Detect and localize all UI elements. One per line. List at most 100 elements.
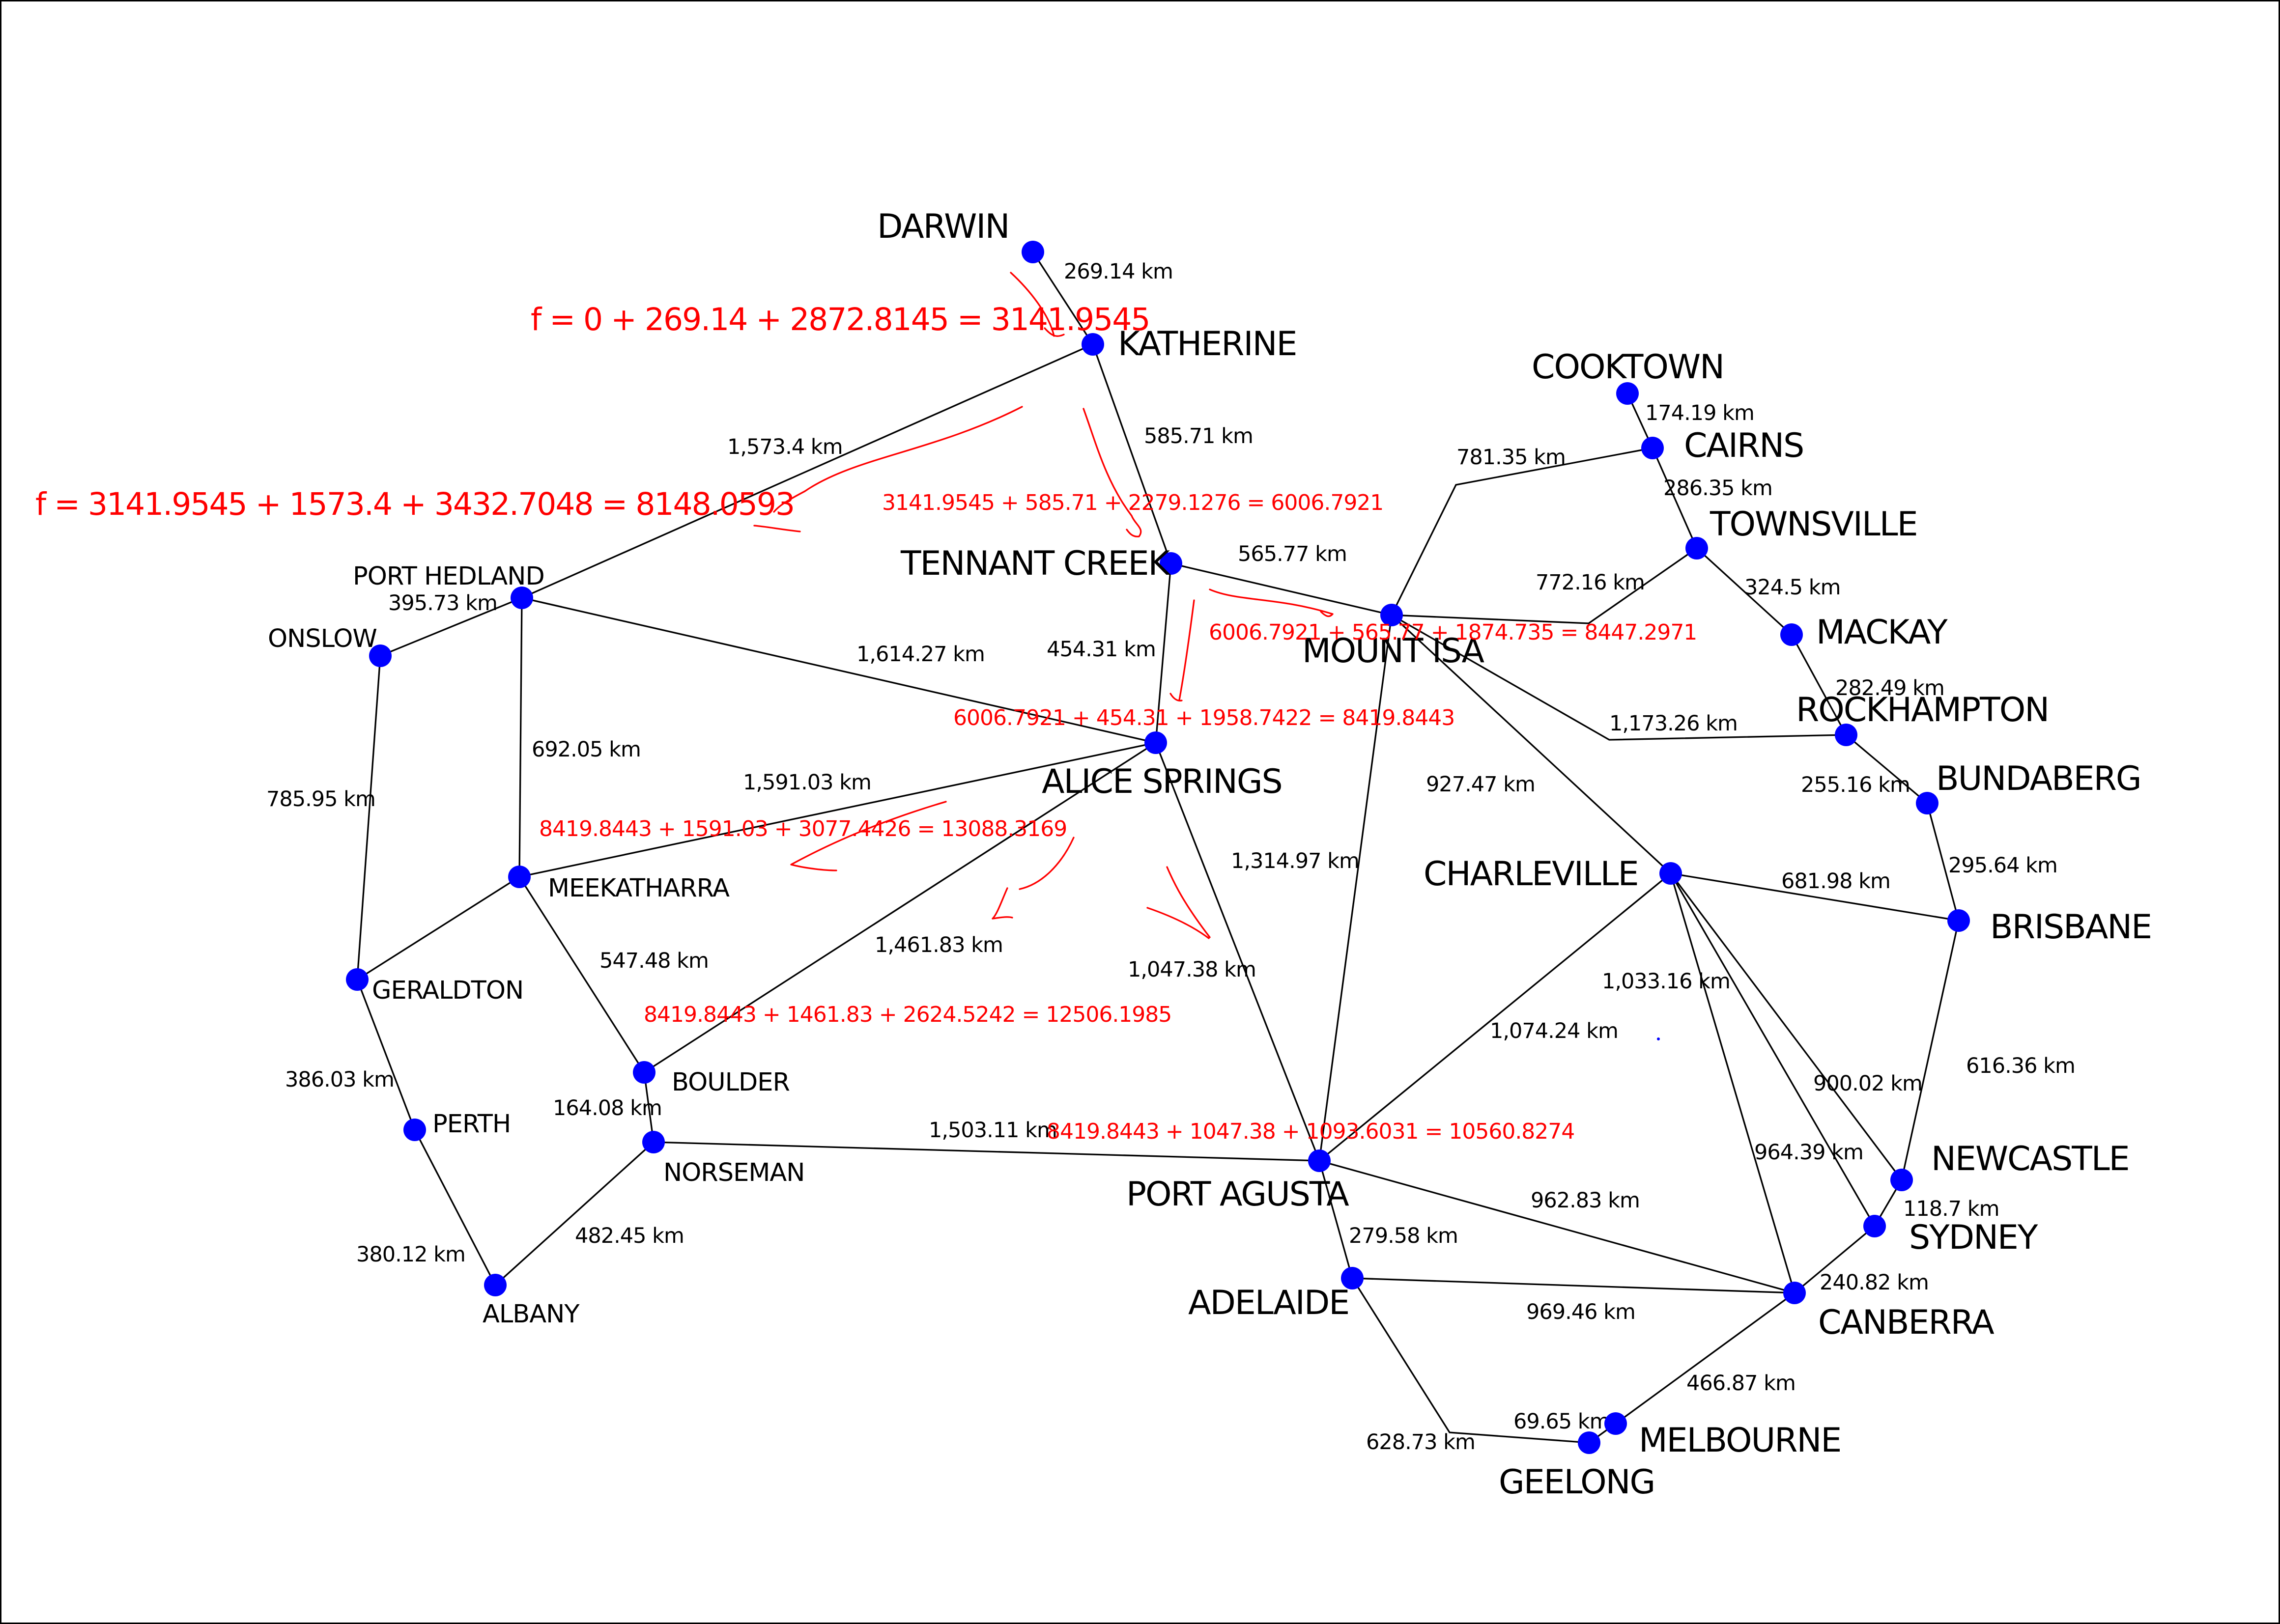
road-boulder-norseman [643,1072,655,1143]
city-node-charleville[interactable] [1659,862,1682,885]
road-katherine-port-hedland [521,343,1093,599]
road-charleville-brisbane [1670,872,1959,922]
road-tennant-creek-alice-springs [1155,563,1172,743]
distance-label-port-agusta-charleville: 1,074.24 km [1490,1019,1618,1043]
annotation-arrows [753,272,1334,939]
city-label-katherine: KATHERINE [1118,325,1296,364]
distance-label-townsville-cairns: 286.35 km [1663,476,1772,501]
city-node-rockhampton[interactable] [1835,724,1857,746]
city-node-cairns[interactable] [1641,437,1664,459]
city-node-onslow[interactable] [369,644,392,667]
road-newcastle-brisbane [1901,920,1960,1180]
arrow-tennant-mount-isa [1209,588,1334,617]
city-node-meekatharra[interactable] [508,866,531,888]
road-perth-albany [414,1129,496,1286]
annotation-f-port-agusta: 8419.8443 + 1047.38 + 1093.6031 = 10560.… [1047,1119,1574,1144]
arrow-alice-meekatharra [790,801,947,871]
distance-label-onslow-geraldton: 785.95 km [266,787,375,812]
road-mount-isa-rockhampton [1391,614,1847,741]
distance-label-adelaide-canberra: 969.46 km [1526,1300,1635,1324]
city-node-mount-isa[interactable] [1380,604,1403,626]
road-albany-norseman [494,1141,655,1286]
road-melbourne-canberra [1615,1292,1795,1425]
road-bundaberg-rockhampton [1845,734,1928,804]
city-label-geraldton: GERALDTON [372,976,523,1005]
distance-label-brisbane-bundaberg: 295.64 km [1948,853,2057,878]
city-node-katherine[interactable] [1082,333,1104,356]
city-node-darwin[interactable] [1022,241,1044,263]
distance-label-alice-springs-port-agusta: 1,047.38 km [1128,957,1256,982]
city-label-geelong: GEELONG [1499,1463,1654,1502]
distance-label-charleville-canberra: 1,033.16 km [1602,969,1730,994]
city-label-canberra: CANBERRA [1818,1303,1994,1342]
distance-label-sydney-newcastle: 118.7 km [1903,1197,1999,1221]
road-mount-isa-townsville [1391,547,1697,624]
road-boulder-alice-springs [644,742,1156,1073]
city-label-sydney: SYDNEY [1909,1218,2038,1257]
distance-label-perth-albany: 380.12 km [356,1242,465,1267]
arrow-alice-boulder [992,837,1075,920]
distance-label-mount-isa-cairns: 781.35 km [1456,445,1566,470]
distance-label-mackay-townsville: 324.5 km [1744,575,1841,600]
city-node-melbourne[interactable] [1604,1412,1627,1435]
city-node-bundaberg[interactable] [1916,792,1938,814]
road-brisbane-bundaberg [1926,803,1960,921]
city-node-port-agusta[interactable] [1308,1149,1331,1172]
city-node-albany[interactable] [484,1274,507,1296]
city-node-brisbane[interactable] [1947,909,1970,932]
city-node-perth[interactable] [403,1119,426,1141]
city-node-townsville[interactable] [1685,537,1708,560]
city-node-boulder[interactable] [633,1061,656,1084]
road-edges [356,252,1960,1444]
distance-label-bundaberg-rockhampton: 255.16 km [1801,773,1910,797]
road-mount-isa-port-agusta [1318,615,1393,1161]
city-node-tennant-creek[interactable] [1160,552,1182,575]
city-node-norseman[interactable] [642,1131,665,1153]
city-node-adelaide[interactable] [1341,1267,1364,1289]
city-node-cooktown[interactable] [1616,382,1639,405]
city-label-townsville: TOWNSVILLE [1710,505,1917,544]
city-label-boulder: BOULDER [672,1068,790,1097]
distance-label-mount-isa-rockhampton: 1,173.26 km [1609,711,1738,736]
distance-label-norseman-port-agusta: 1,503.11 km [929,1118,1057,1143]
distance-label-port-hedland-onslow: 395.73 km [388,591,497,616]
annotation-f-katherine: f = 0 + 269.14 + 2872.8145 = 3141.9545 [531,302,1149,337]
road-charleville-canberra [1670,873,1796,1293]
road-port-agusta-adelaide [1318,1160,1353,1279]
city-label-tennant-creek: TENNANT CREEK [900,544,1171,583]
road-port-hedland-alice-springs [521,597,1156,744]
arrow-katherine-tennant-creek [1083,408,1142,537]
city-node-port-hedland[interactable] [511,587,533,609]
road-meekatharra-geraldton [357,876,520,980]
distance-label-katherine-tennant-creek: 585.71 km [1144,424,1253,448]
annotation-f-alice-springs: 6006.7921 + 454.31 + 1958.7422 = 8419.84… [953,705,1454,730]
distance-label-canberra-sydney: 240.82 km [1820,1270,1929,1295]
road-norseman-port-agusta [653,1141,1320,1162]
city-node-sydney[interactable] [1863,1215,1886,1237]
distance-label-port-agusta-canberra: 962.83 km [1531,1188,1640,1213]
road-mackay-townsville [1696,547,1793,636]
road-geraldton-perth [356,979,416,1130]
distance-label-boulder-alice-springs: 1,461.83 km [875,933,1003,957]
road-mount-isa-charleville [1391,614,1672,874]
distance-label-meekatharra-alice-springs: 1,591.03 km [743,770,871,795]
city-node-canberra[interactable] [1783,1282,1806,1304]
arrow-katherine-port-hedland [753,406,1023,532]
distance-label-charleville-sydney: 964.39 km [1754,1140,1863,1165]
city-node-alice-springs[interactable] [1144,731,1167,754]
road-port-agusta-charleville [1318,872,1672,1162]
road-katherine-tennant-creek [1092,344,1172,564]
city-label-newcastle: NEWCASTLE [1931,1140,2129,1178]
road-port-hedland-onslow [380,597,522,657]
distance-label-port-hedland-meekatharra: 692.05 km [532,737,641,762]
city-node-geelong[interactable] [1578,1431,1600,1454]
city-node-newcastle[interactable] [1890,1169,1913,1191]
road-port-hedland-meekatharra [518,597,523,877]
distance-label-tennant-creek-alice-springs: 454.31 km [1047,637,1156,662]
city-node-mackay[interactable] [1780,623,1803,646]
city-nodes [346,241,1970,1454]
distance-label-albany-norseman: 482.45 km [575,1224,684,1248]
city-node-geraldton[interactable] [346,968,369,991]
distance-label-mount-isa-charleville: 927.47 km [1426,772,1535,797]
annotation-f-meekatharra: 8419.8443 + 1591.03 + 3077.4426 = 13088.… [539,816,1067,841]
